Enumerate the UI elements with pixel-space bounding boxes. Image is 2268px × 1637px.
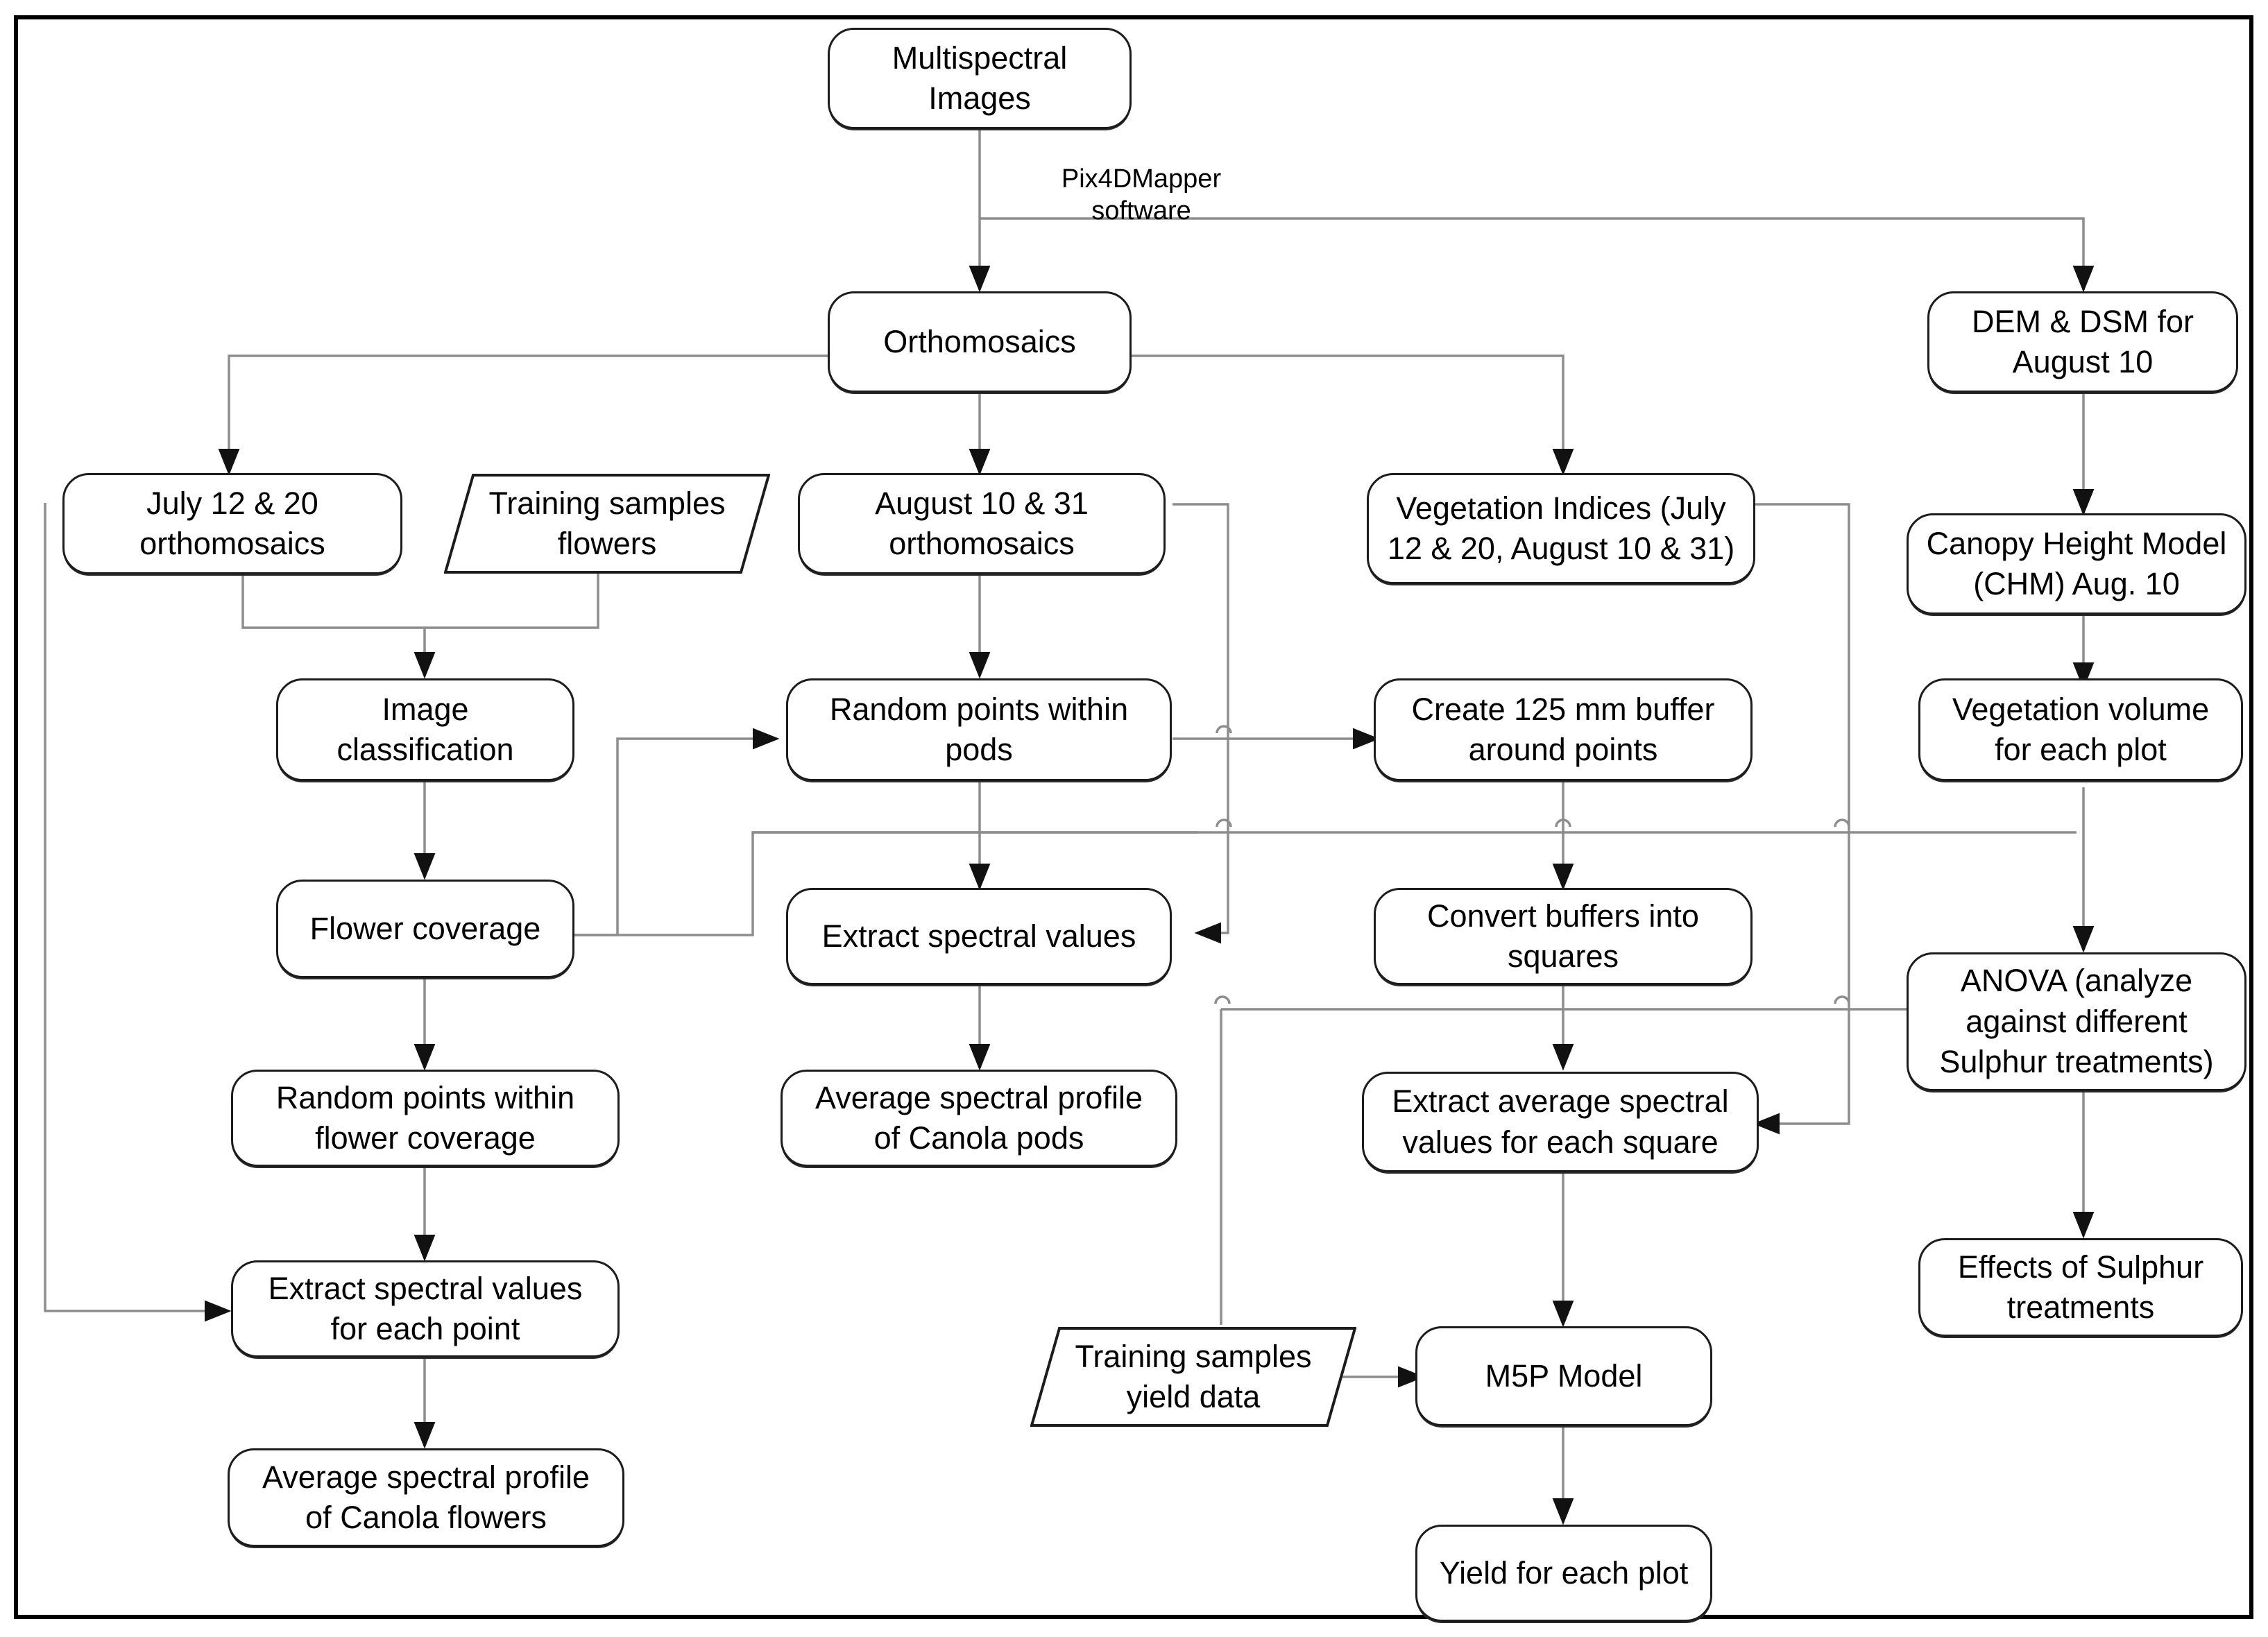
node-label: Flower coverage [309, 910, 541, 946]
parallelogram-shape [1030, 1327, 1356, 1427]
diagram-frame [14, 15, 2253, 1619]
node-label: M5P Model [1485, 1357, 1643, 1394]
node-m5p-model[interactable]: M5P Model [1415, 1326, 1712, 1426]
parallelogram-shape [444, 474, 770, 574]
node-label: Canopy Height Model(CHM) Aug. 10 [1926, 525, 2227, 602]
node-label: Yield for each plot [1439, 1554, 1689, 1591]
node-orthomosaics[interactable]: Orthomosaics [828, 291, 1132, 393]
node-canopy-height-model[interactable]: Canopy Height Model(CHM) Aug. 10 [1907, 513, 2246, 615]
node-extract-spectral-values[interactable]: Extract spectral values [786, 888, 1172, 985]
node-label: Orthomosaics [883, 323, 1076, 359]
node-flower-coverage[interactable]: Flower coverage [276, 880, 574, 978]
node-label: Extract spectral values [821, 918, 1136, 954]
node-yield-each-plot[interactable]: Yield for each plot [1415, 1525, 1712, 1622]
